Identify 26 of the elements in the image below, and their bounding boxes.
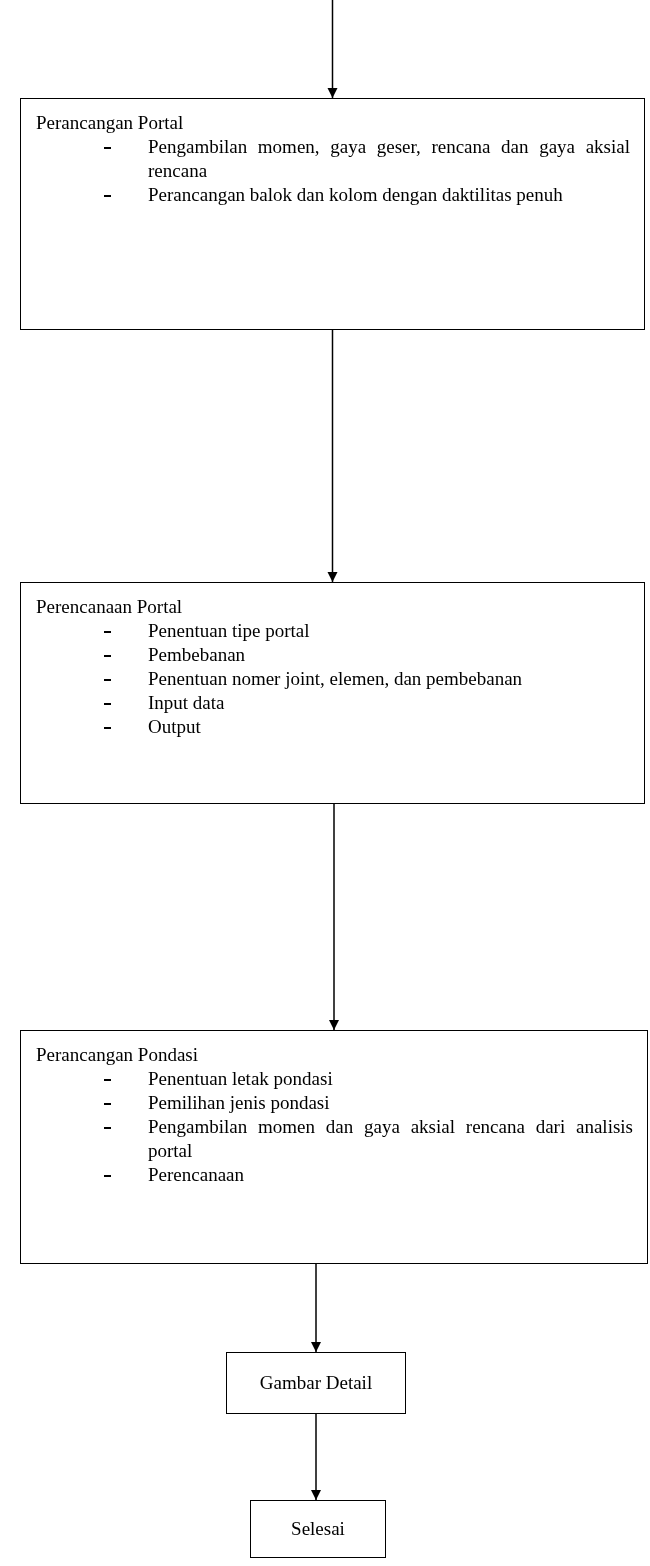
- process-box: [250, 1500, 386, 1558]
- arrow: [327, 0, 338, 99]
- arrow: [327, 329, 338, 583]
- list-item-text: Pengambilan momen dan gaya aksial rencana dari analisis portal: [148, 1116, 633, 1161]
- box-heading: Perencanaan Portal: [36, 595, 184, 619]
- box-heading: Perancangan Portal: [36, 111, 185, 135]
- process-box: [20, 98, 645, 330]
- list-item-text: Output: [148, 716, 201, 737]
- list-item-text: Input data: [148, 692, 225, 713]
- list-item-text: Penentuan letak pondasi: [148, 1068, 333, 1089]
- list-item-text: Penentuan tipe portal: [148, 620, 310, 641]
- arrow: [329, 803, 339, 1031]
- box-label: Gambar Detail: [259, 1372, 373, 1394]
- list-item-text: Pemilihan jenis pondasi: [148, 1092, 330, 1113]
- box-heading: Perancangan Pondasi: [36, 1043, 199, 1067]
- arrow: [311, 1263, 321, 1353]
- list-item-text: Perencanaan: [148, 1164, 244, 1185]
- list-item-text: Perancangan balok dan kolom dengan daktilitas penuh: [148, 184, 563, 205]
- list-item-text: Pengambilan momen, gaya geser, rencana dan gaya aksial rencana: [148, 136, 630, 181]
- list-item-text: Pembebanan: [148, 644, 246, 665]
- process-box: [20, 582, 645, 804]
- process-box: [226, 1352, 406, 1414]
- box-label: Selesai: [291, 1518, 345, 1540]
- arrow: [311, 1413, 321, 1501]
- list-item-text: Penentuan nomer joint, elemen, dan pembebanan: [148, 668, 523, 689]
- process-box: [20, 1030, 648, 1264]
